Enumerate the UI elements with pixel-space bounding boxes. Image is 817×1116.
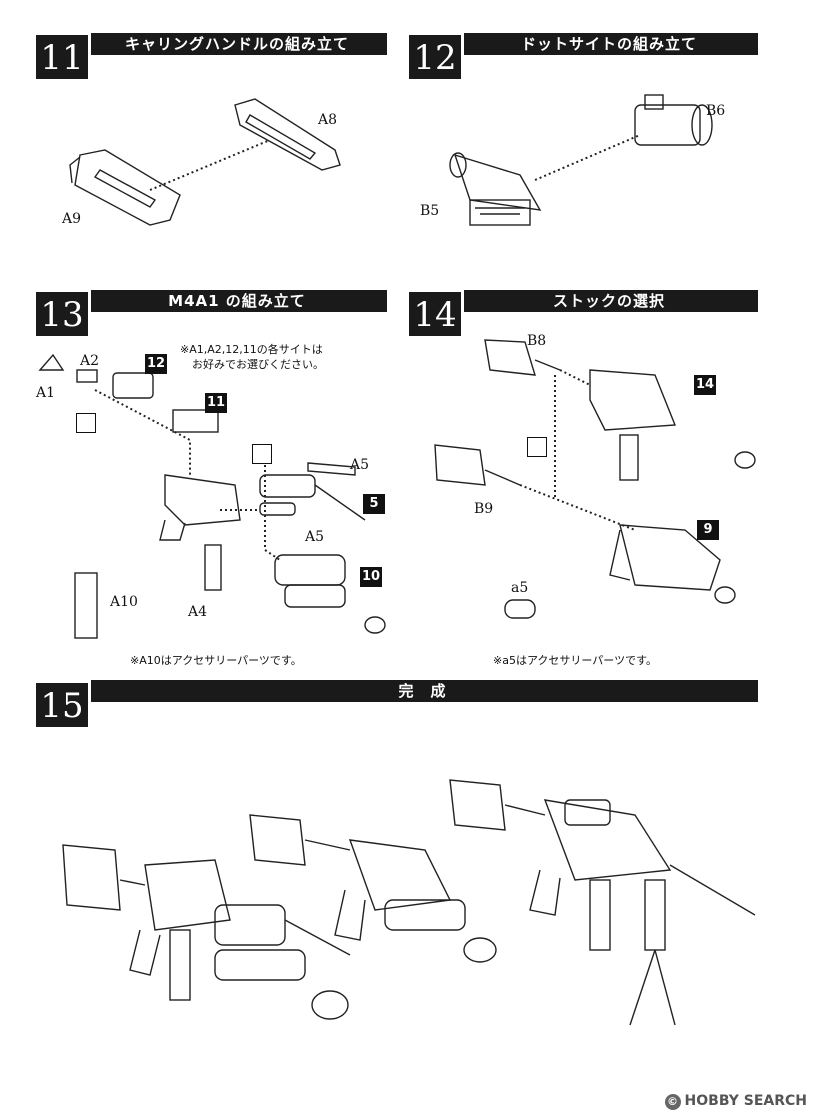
step-13-title-bar: M4A1 の組み立て <box>87 290 387 312</box>
a5-accessory-note: ※a5はアクセサリーパーツです。 <box>493 654 657 667</box>
step-14-title-bar: ストックの選択 <box>460 290 758 312</box>
direction-arrow-icon <box>252 444 272 464</box>
label-a4: A4 <box>188 604 208 620</box>
sight-choice-note-line2: お好みでお選びください。 <box>192 358 324 371</box>
a10-accessory-note: ※A10はアクセサリーパーツです。 <box>130 654 302 667</box>
label-b6: B6 <box>706 103 726 119</box>
step-11-number: 11 <box>33 32 91 82</box>
step-15-number: 15 <box>33 680 91 730</box>
ref-badge-step-11: 11 <box>205 393 227 413</box>
stock-selection-illustration <box>434 339 756 619</box>
ref-badge-step-5: 5 <box>363 494 385 514</box>
step-13-number: 13 <box>33 289 91 339</box>
label-b8: B8 <box>527 333 547 349</box>
copyright-icon: © <box>664 1094 681 1110</box>
label-a5-top: A5 <box>350 457 370 473</box>
step-12-title-bar: ドットサイトの組み立て <box>460 33 758 55</box>
carrying-handle-illustration <box>69 98 341 226</box>
label-a5-bottom: A5 <box>305 529 325 545</box>
dot-sight-illustration <box>449 94 713 226</box>
label-a1: A1 <box>36 385 56 401</box>
completed-rifles-illustration <box>62 779 756 1026</box>
label-a10: A10 <box>110 594 138 610</box>
ref-badge-step-12: 12 <box>145 354 167 374</box>
step-11-title-bar: キャリングハンドルの組み立て <box>87 33 387 55</box>
up-down-arrow-icon <box>527 437 547 457</box>
hobby-search-watermark: ©HOBBY SEARCH <box>664 1093 807 1110</box>
ref-badge-step-10: 10 <box>360 567 382 587</box>
ref-badge-step-9: 9 <box>697 520 719 540</box>
step-15-title-bar: 完 成 <box>87 680 758 702</box>
label-b5: B5 <box>420 203 440 219</box>
m4a1-assembly-illustration <box>38 353 386 639</box>
step-12-number: 12 <box>406 32 464 82</box>
label-a5-small: a5 <box>511 580 529 596</box>
ref-badge-step-14: 14 <box>694 375 716 395</box>
label-a9: A9 <box>62 211 82 227</box>
watermark-text: HOBBY SEARCH <box>684 1093 807 1109</box>
label-b9: B9 <box>474 501 494 517</box>
sight-choice-note-line1: ※A1,A2,12,11の各サイトは <box>180 343 323 356</box>
label-a8: A8 <box>318 112 338 128</box>
label-a2: A2 <box>80 353 100 369</box>
direction-arrow-icon <box>76 413 96 433</box>
step-14-number: 14 <box>406 289 464 339</box>
